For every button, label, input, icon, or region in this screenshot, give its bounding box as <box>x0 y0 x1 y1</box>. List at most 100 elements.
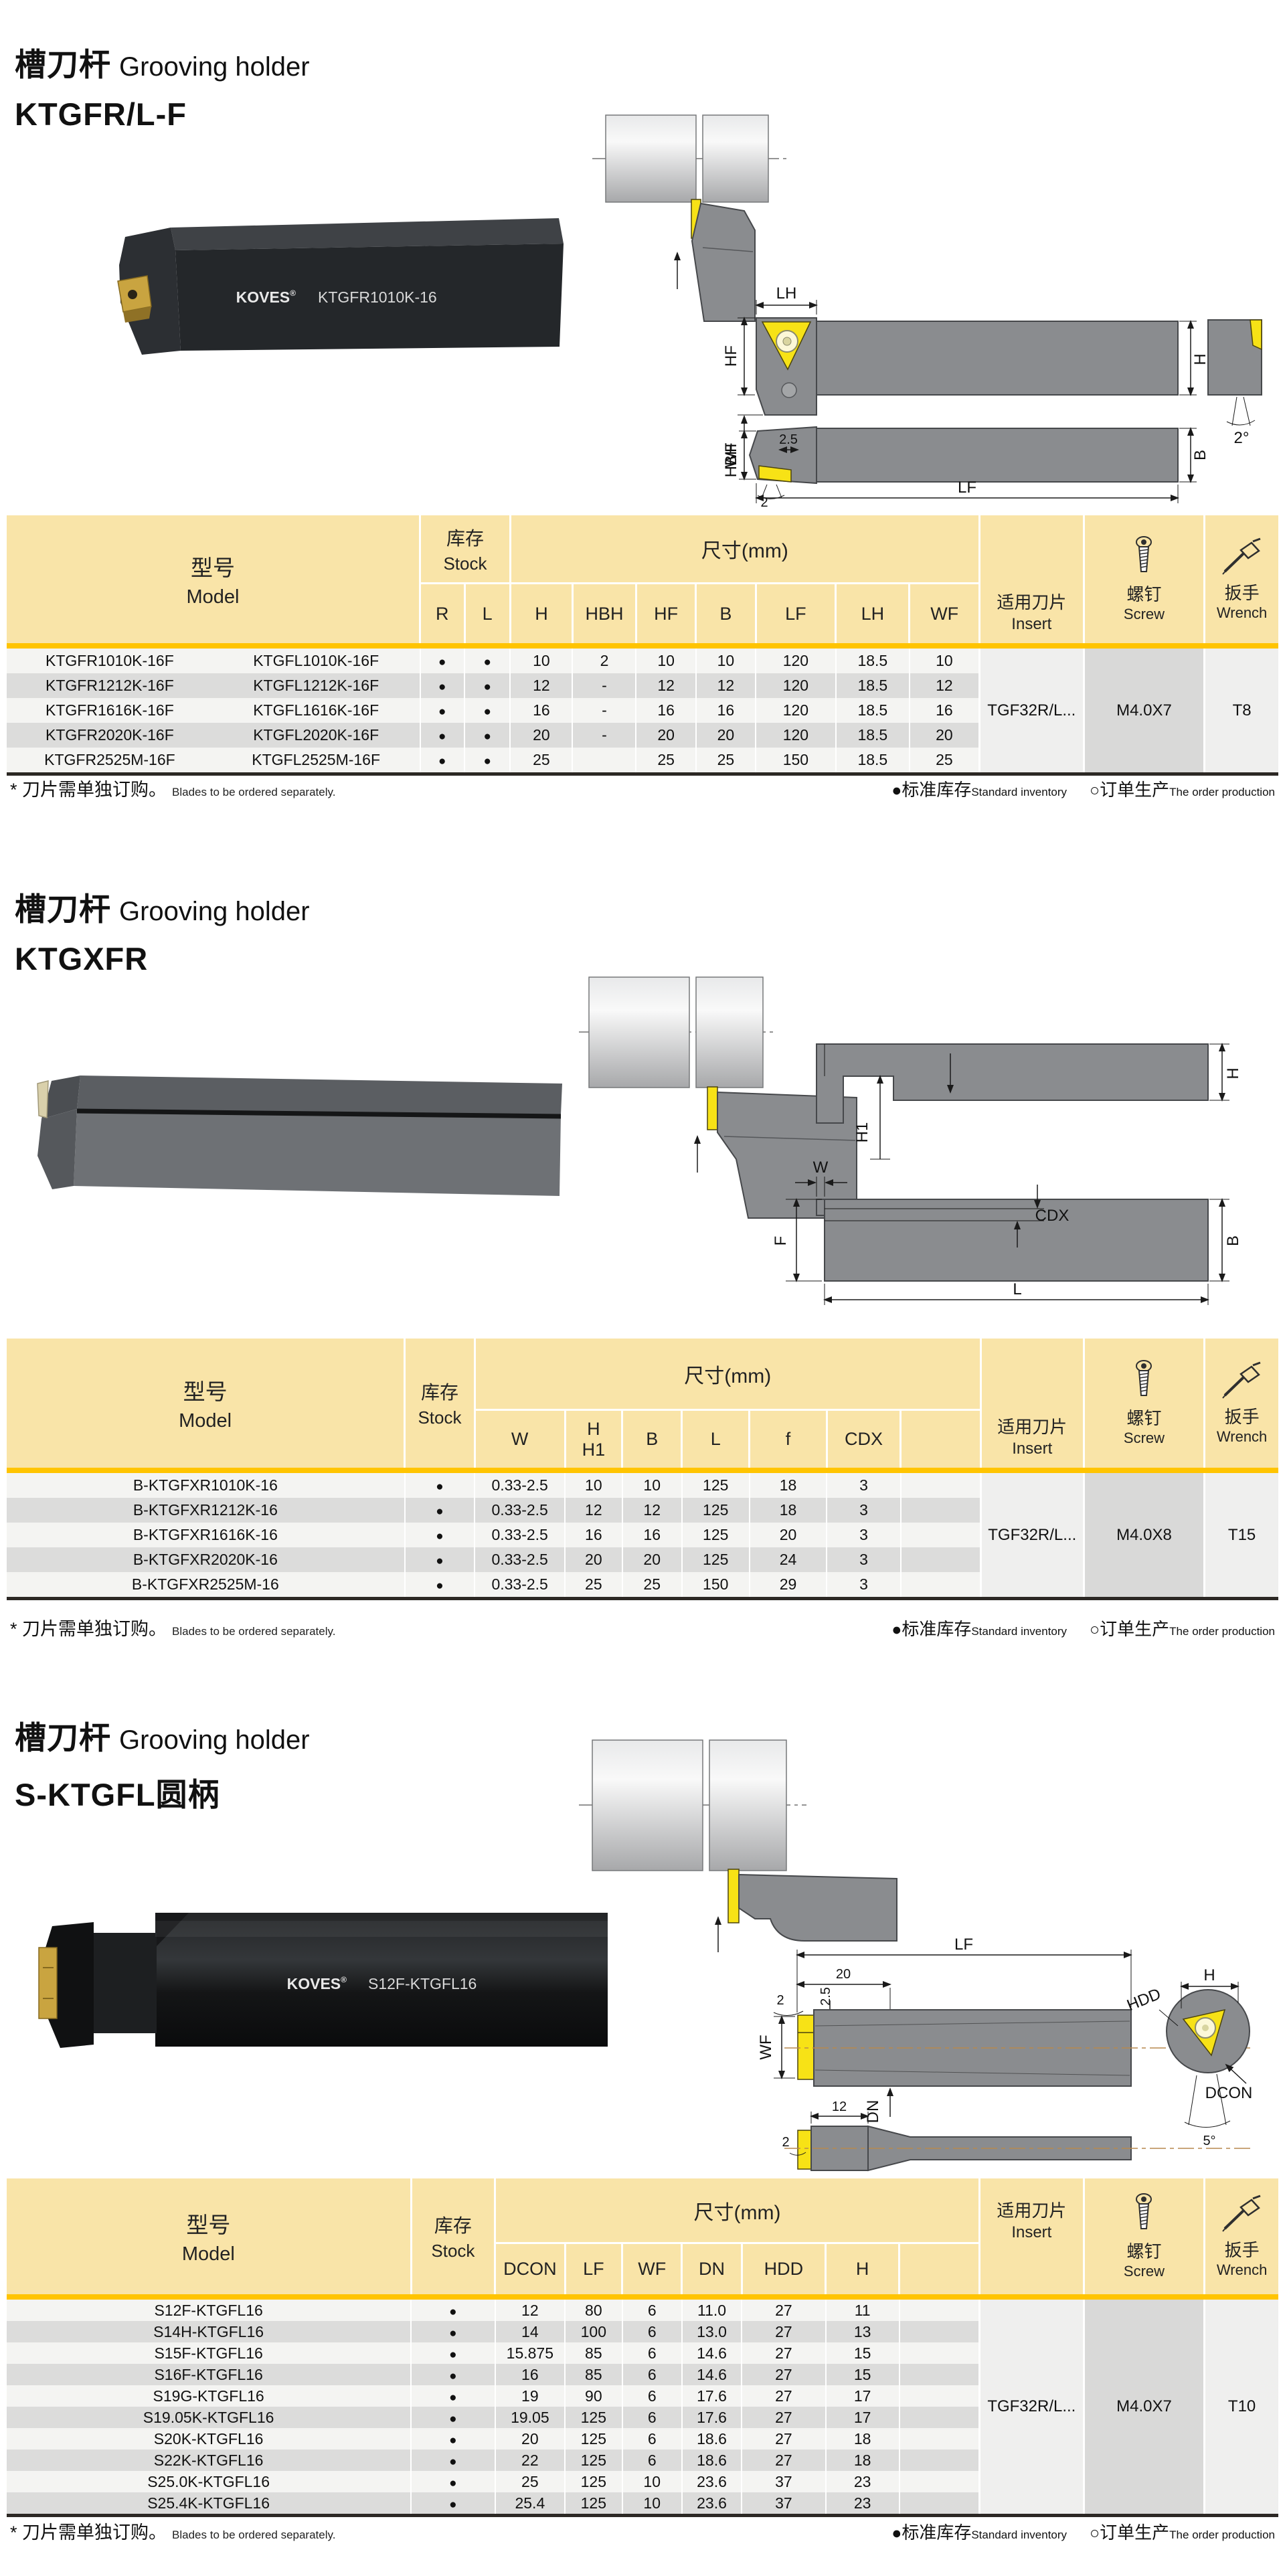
model-cell: S15F-KTGFL16 <box>7 2342 412 2364</box>
insert-value-cell: TGF32R/L... <box>978 2300 1084 2514</box>
dimension-label: LF <box>958 479 976 497</box>
stock-dot: ● <box>438 705 446 719</box>
dim-cell: 13.0 <box>681 2321 742 2342</box>
footnote-row: * 刀片需单独订购。Blades to be ordered separatel… <box>10 775 1275 801</box>
dim-cell: 14.6 <box>681 2364 742 2385</box>
col-header: R <box>419 582 464 643</box>
model-cell: KTGFL2020K-16F <box>212 723 420 748</box>
dimension-label: 20 <box>836 1967 851 1982</box>
model-cell: B-KTGFXR1212K-16 <box>7 1498 405 1523</box>
dim-cell: 3 <box>826 1473 901 1498</box>
dimension-label: 2 <box>760 495 768 509</box>
stock-cell: ● <box>463 673 511 698</box>
dim-cell <box>900 1547 981 1572</box>
top-view: WF 2.5 2 B LF <box>722 426 1209 509</box>
filled-dot-icon: ● <box>891 2524 902 2543</box>
dim-cell: 10 <box>695 649 756 673</box>
dim-cell: 13 <box>825 2321 900 2342</box>
title-model: KTGFR/L-F <box>15 96 187 132</box>
dim-cell: 37 <box>741 2471 826 2492</box>
dim-cell: 12 <box>695 673 756 698</box>
stock-cell: ● <box>419 673 464 698</box>
dim-cell: 14.6 <box>681 2342 742 2364</box>
dim-cell: 19 <box>494 2385 566 2407</box>
model-cell: S20K-KTGFL16 <box>7 2428 412 2450</box>
photo-model: KTGFR1010K-16 <box>318 288 437 306</box>
stock-dot: ● <box>436 1505 444 1519</box>
dim-cell: 14 <box>494 2321 566 2342</box>
dim-cell: 27 <box>741 2342 826 2364</box>
dim-cell: 120 <box>755 673 836 698</box>
photo-model: S12F-KTGFL16 <box>368 1975 477 1992</box>
model-cell: S14H-KTGFL16 <box>7 2321 412 2342</box>
stock-dot: ● <box>449 2369 457 2383</box>
dim-cell: 18 <box>748 1473 827 1498</box>
dim-cell: 85 <box>564 2364 622 2385</box>
dim-cell: 18.6 <box>681 2428 742 2450</box>
dim-cell: 17.6 <box>681 2407 742 2428</box>
col-header: CDX <box>825 1409 901 1468</box>
dim-cell: 18.5 <box>835 723 910 748</box>
dim-cell <box>898 2300 980 2321</box>
dim-cell <box>900 1523 981 1547</box>
stock-dot: ● <box>483 705 491 719</box>
dim-cell: 125 <box>564 2471 622 2492</box>
dim-cell: 6 <box>621 2321 682 2342</box>
dim-cell: 80 <box>564 2300 622 2321</box>
model-cell: S16F-KTGFL16 <box>7 2364 412 2385</box>
wrench-value-cell: T10 <box>1203 2300 1278 2514</box>
dim-cell: - <box>572 723 636 748</box>
dim-cell <box>898 2492 980 2514</box>
technical-drawing-ktgxfr: H H1 CDX W F B L <box>579 976 1242 1305</box>
end-view: 2° <box>1207 319 1262 447</box>
dim-cell: 12 <box>564 1498 622 1523</box>
footnote-row: * 刀片需单独订购。Blades to be ordered separatel… <box>10 1614 1275 1640</box>
dim-cell: 25 <box>635 748 696 772</box>
dim-cell: 25 <box>564 1572 622 1597</box>
title-en: Grooving holder <box>119 1725 310 1755</box>
footnote: * 刀片需单独订购。Blades to be ordered separatel… <box>10 2522 336 2543</box>
stock-cell: ● <box>410 2385 495 2407</box>
wrench-icon <box>1205 537 1278 576</box>
col-header: f <box>748 1409 827 1468</box>
stock-cell: ● <box>404 1547 475 1572</box>
col-header-size: 尺寸(mm) <box>509 515 980 584</box>
dim-cell <box>898 2385 980 2407</box>
model-cell: B-KTGFXR1616K-16 <box>7 1523 405 1547</box>
footnote-row: * 刀片需单独订购。Blades to be ordered separatel… <box>10 2518 1275 2544</box>
side-view: LH HF HBH H <box>722 284 1209 477</box>
col-header: WF <box>908 582 980 643</box>
stock-cell: ● <box>410 2364 495 2385</box>
stock-dot: ● <box>449 2304 457 2319</box>
col-header <box>898 2242 980 2294</box>
dim-cell: - <box>572 673 636 698</box>
dim-cell: 17 <box>825 2385 900 2407</box>
dim-cell: 125 <box>681 1498 750 1523</box>
dim-cell: 16 <box>908 698 980 723</box>
dim-cell: 0.33-2.5 <box>474 1547 566 1572</box>
dim-cell: 22 <box>494 2450 566 2471</box>
dim-cell: 16 <box>695 698 756 723</box>
screw-value-cell: M4.0X7 <box>1082 649 1205 772</box>
stock-dot: ● <box>449 2411 457 2426</box>
main-view: LF 20 2 2.5 WF DN <box>757 1936 1252 2123</box>
dim-cell: 20 <box>748 1523 827 1547</box>
dim-cell: 16 <box>621 1523 682 1547</box>
stock-cell: ● <box>463 748 511 772</box>
dim-cell: 120 <box>755 723 836 748</box>
end-view: H HDD DCON 5° <box>1124 1966 1252 2148</box>
sub-header-row: W H H1 B L f CDX <box>7 1409 1278 1468</box>
dimension-label: 2.5 <box>779 432 798 447</box>
dim-cell: 12 <box>635 673 696 698</box>
dimension-label: HF <box>722 345 740 367</box>
